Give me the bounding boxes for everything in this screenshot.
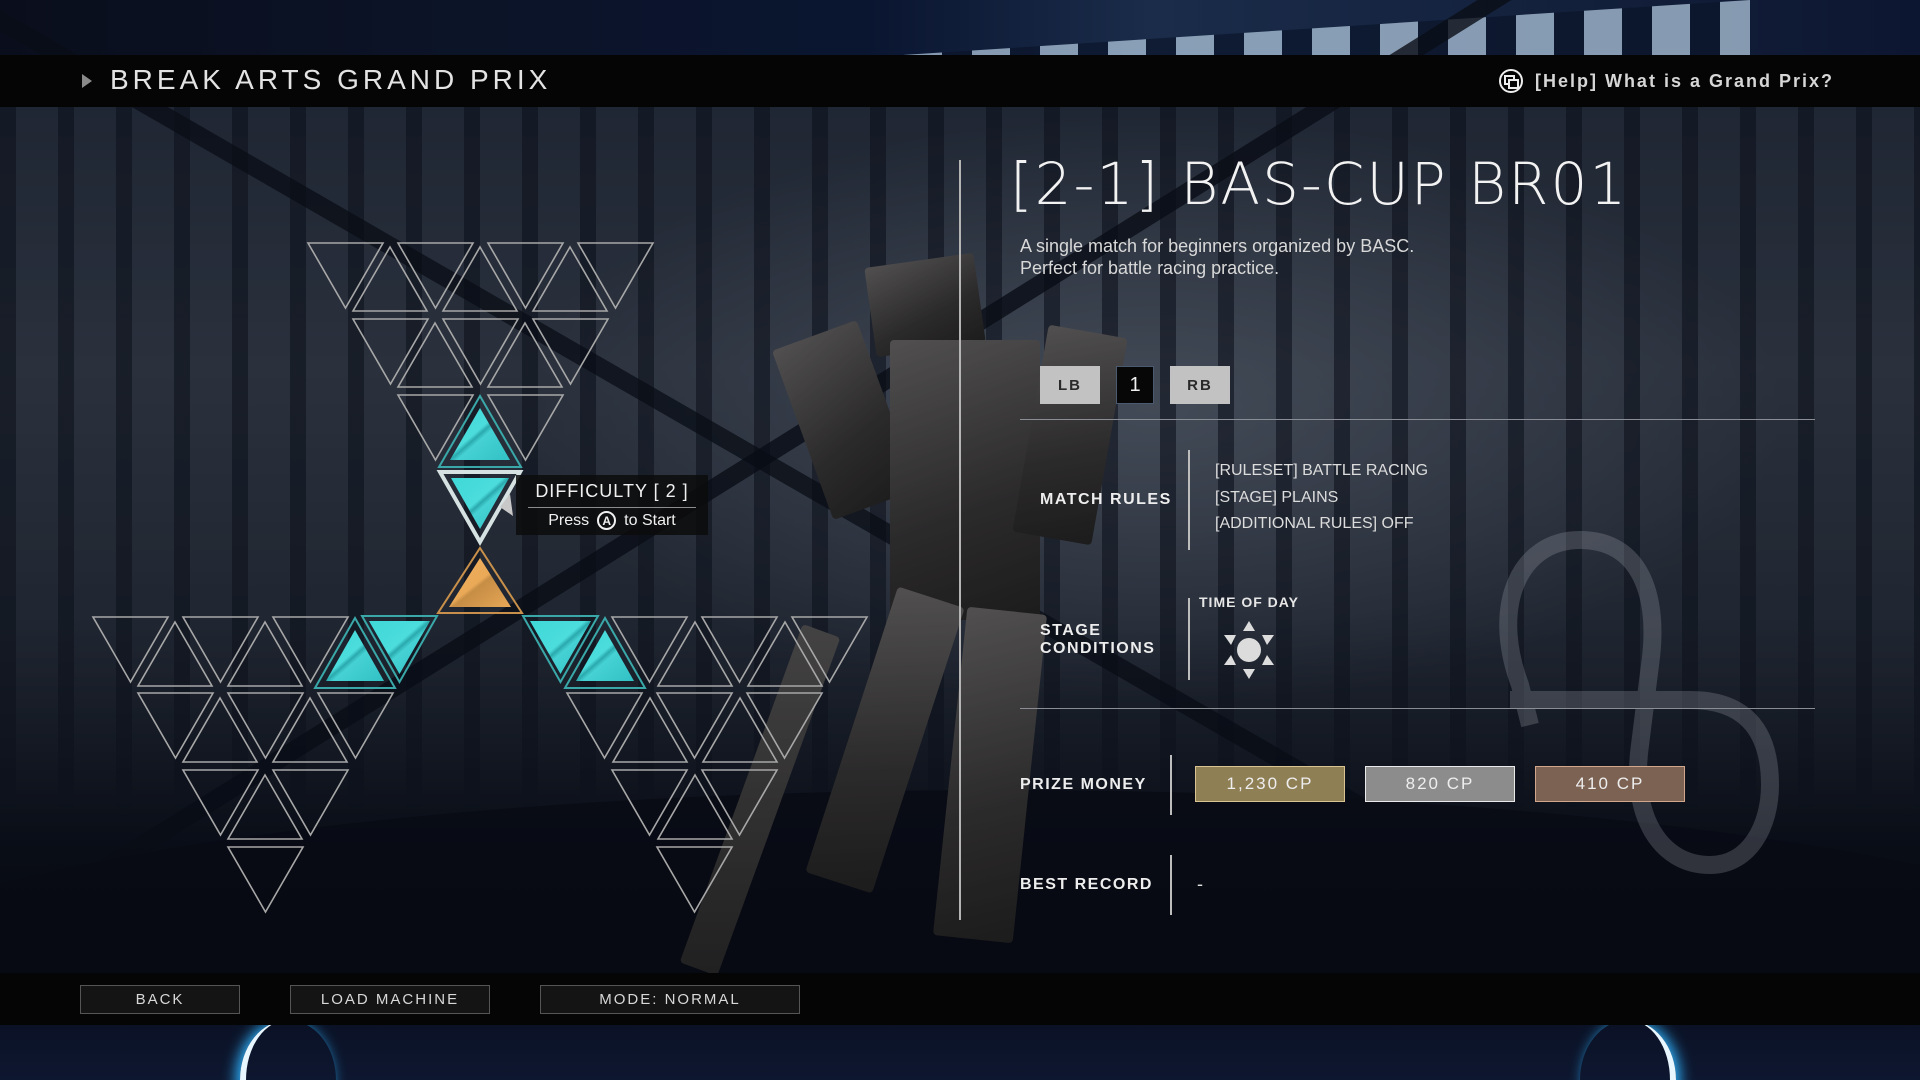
mech-robot-model <box>679 220 1160 980</box>
event-title: [2-1] BAS-CUP BR01 <box>1010 150 1629 218</box>
view-button-icon <box>1498 69 1523 93</box>
selected-triangle[interactable] <box>436 470 524 547</box>
bas-logo-watermark-icon <box>1499 530 1780 875</box>
match-rules-divider <box>1188 450 1190 550</box>
page-title: BREAK ARTS GRAND PRIX <box>110 64 552 95</box>
start-label: to Start <box>624 511 676 529</box>
a-button-icon: A <box>597 511 617 530</box>
prize-money-label: PRIZE MONEY <box>1020 776 1147 793</box>
event-description: A single match for beginners organized b… <box>1020 235 1414 279</box>
stage-conditions-label: STAGE CONDITIONS <box>1040 622 1155 658</box>
sun-icon <box>1224 621 1274 679</box>
difficulty-map: DIFFICULTY [ 2 ] Press A to Start <box>0 0 960 1080</box>
difficulty-tooltip: DIFFICULTY [ 2 ] Press A to Start <box>516 475 708 535</box>
prize-first: 1,230 CP <box>1195 766 1345 802</box>
description-line: A single match for beginners organized b… <box>1020 236 1415 256</box>
footer-bar: BACK LOAD MACHINE MODE: NORMAL <box>0 973 1920 1025</box>
play-arrow-icon <box>82 74 92 88</box>
help-label: [Help] What is a Grand Prix? <box>1534 70 1834 91</box>
section-divider <box>1020 708 1815 709</box>
prize-money-divider <box>1170 755 1172 815</box>
load-machine-button[interactable]: LOAD MACHINE <box>290 985 490 1014</box>
rule-stage: [STAGE] PLAINS <box>1215 488 1339 506</box>
stage-conditions-divider <box>1188 598 1190 680</box>
panel-divider <box>959 160 961 920</box>
section-divider <box>1020 419 1815 420</box>
best-record-divider <box>1170 855 1172 915</box>
prize-third: 410 CP <box>1535 766 1685 802</box>
current-triangle <box>436 546 524 614</box>
description-line: Perfect for battle racing practice. <box>1020 258 1280 278</box>
rule-ruleset: [RULESET] BATTLE RACING <box>1215 462 1429 479</box>
press-label: Press <box>548 511 590 529</box>
page-indicator: 1 <box>1116 366 1154 404</box>
help-button[interactable]: [Help] What is a Grand Prix? <box>1498 69 1834 93</box>
locked-triangles <box>91 242 869 914</box>
event-pager: LB 1 RB <box>1040 366 1230 404</box>
match-rules-label: MATCH RULES <box>1040 491 1172 508</box>
stage-conditions-line2: CONDITIONS <box>1040 640 1156 657</box>
mode-toggle-button[interactable]: MODE: NORMAL <box>540 985 800 1014</box>
stage-conditions-line1: STAGE <box>1040 622 1102 639</box>
best-record-value: - <box>1197 874 1203 894</box>
header-bar: BREAK ARTS GRAND PRIX [Help] What is a G… <box>0 55 1920 107</box>
rb-next-button[interactable]: RB <box>1170 366 1230 404</box>
time-of-day-label: TIME OF DAY <box>1199 594 1299 610</box>
lb-prev-button[interactable]: LB <box>1040 366 1100 404</box>
back-button[interactable]: BACK <box>80 985 240 1014</box>
cleared-triangles <box>313 394 647 689</box>
match-rules-list: [RULESET] BATTLE RACING [STAGE] PLAINS [… <box>1215 462 1428 542</box>
start-hint: Press A to Start <box>516 511 708 530</box>
difficulty-label: DIFFICULTY [ 2 ] <box>535 481 689 501</box>
tooltip-divider <box>528 507 696 508</box>
prize-second: 820 CP <box>1365 766 1515 802</box>
rule-additional: [ADDITIONAL RULES] OFF <box>1215 515 1414 532</box>
difficulty-triangle-grid[interactable] <box>0 0 960 1080</box>
best-record-label: BEST RECORD <box>1020 876 1153 893</box>
